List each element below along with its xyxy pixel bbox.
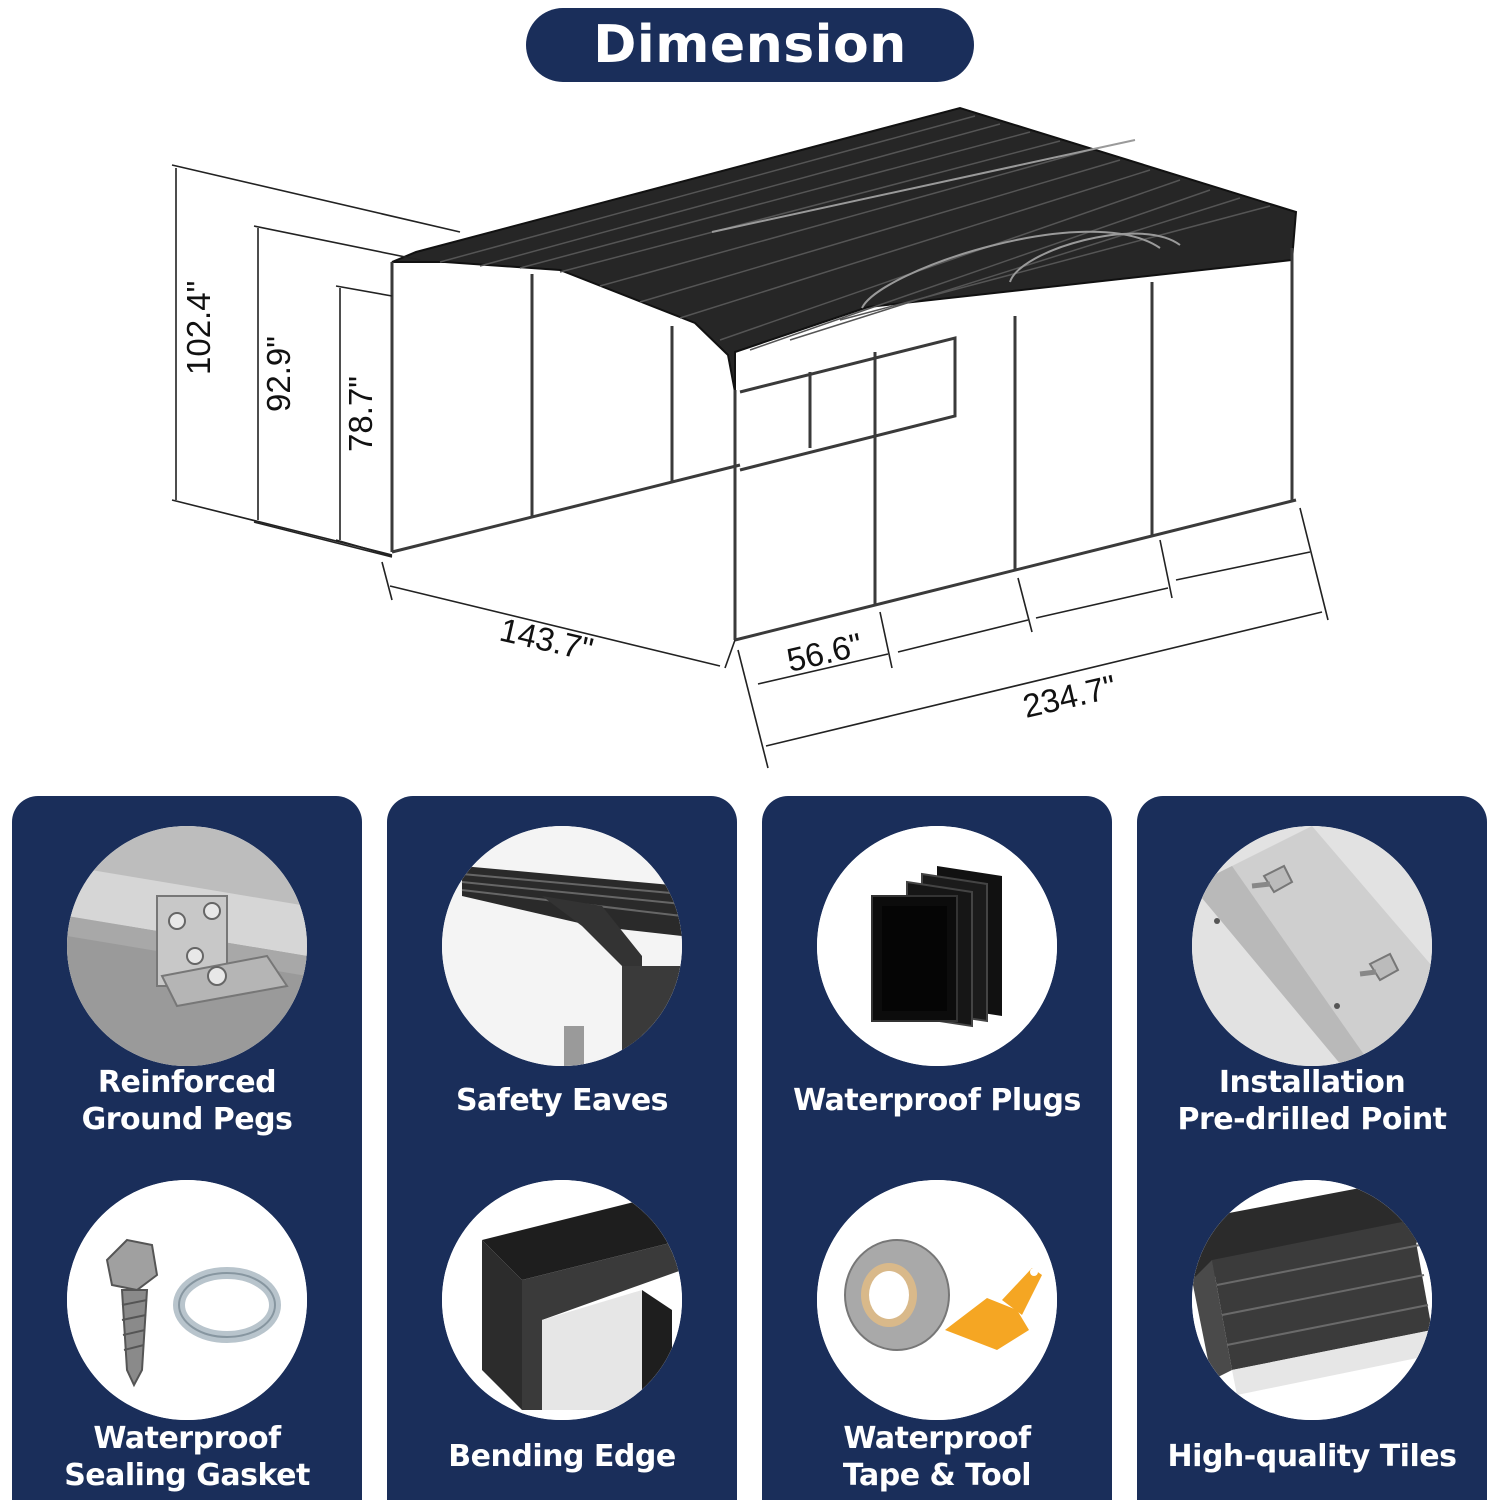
caption-line-1: Bending Edge: [448, 1439, 676, 1474]
feature-card-4: Installation Pre-drilled Point High-qual…: [1137, 796, 1487, 1500]
dimension-56-6: 56.6": [783, 626, 865, 679]
caption-line-2: Ground Pegs: [81, 1102, 293, 1137]
carport-roof: [391, 106, 1298, 393]
feature-waterproof-tape-tool: Waterproof Tape & Tool: [762, 1150, 1112, 1500]
feature-reinforced-ground-pegs: Reinforced Ground Pegs: [12, 796, 362, 1146]
tiles-image: [1192, 1180, 1432, 1420]
caption-line-1: Safety Eaves: [455, 1083, 669, 1118]
dimension-lines: [171, 164, 1329, 769]
ground-peg-image: [67, 826, 307, 1066]
feature-bending-edge: Bending Edge: [387, 1150, 737, 1500]
dimension-102-4: 102.4": [180, 281, 217, 375]
dimension-143-7: 143.7": [496, 611, 596, 668]
pre-drilled-point-image: [1192, 826, 1432, 1066]
dimension-title: Dimension: [526, 8, 974, 82]
dimension-92-9: 92.9": [260, 336, 297, 412]
caption-line-2: Pre-drilled Point: [1177, 1102, 1447, 1137]
caption-line-1: Waterproof: [93, 1421, 281, 1456]
dimension-78-7: 78.7": [342, 376, 379, 452]
carport-dimension-diagram: 102.4" 92.9" 78.7" 143.7" 56.6" 234.7": [171, 106, 1329, 769]
caption-line-2: Sealing Gasket: [64, 1458, 310, 1493]
feature-card-2: Safety Eaves Bending Edge: [387, 796, 737, 1500]
caption-line-1: Reinforced: [97, 1065, 277, 1100]
feature-card-1: Reinforced Ground Pegs Waterproof Sealin…: [12, 796, 362, 1500]
caption-line-1: Waterproof: [843, 1421, 1031, 1456]
safety-eaves-image: [442, 826, 682, 1066]
caption-line-1: Installation: [1218, 1065, 1406, 1100]
feature-waterproof-sealing-gasket: Waterproof Sealing Gasket: [12, 1150, 362, 1500]
feature-card-3: Waterproof Plugs Waterproof Tape & Tool: [762, 796, 1112, 1500]
carport-frame: [390, 248, 1297, 642]
feature-installation-pre-drilled-point: Installation Pre-drilled Point: [1137, 796, 1487, 1146]
bending-edge-image: [442, 1180, 682, 1420]
feature-waterproof-plugs: Waterproof Plugs: [762, 796, 1112, 1146]
feature-safety-eaves: Safety Eaves: [387, 796, 737, 1146]
tape-and-tool-image: [817, 1180, 1057, 1420]
caption-line-1: Waterproof Plugs: [793, 1083, 1081, 1118]
waterproof-plugs-image: [817, 826, 1057, 1066]
feature-high-quality-tiles: High-quality Tiles: [1137, 1150, 1487, 1500]
dimension-234-7: 234.7": [1019, 668, 1119, 725]
caption-line-2: Tape & Tool: [842, 1458, 1032, 1493]
caption-line-1: High-quality Tiles: [1167, 1439, 1457, 1474]
sealing-gasket-image: [67, 1180, 307, 1420]
